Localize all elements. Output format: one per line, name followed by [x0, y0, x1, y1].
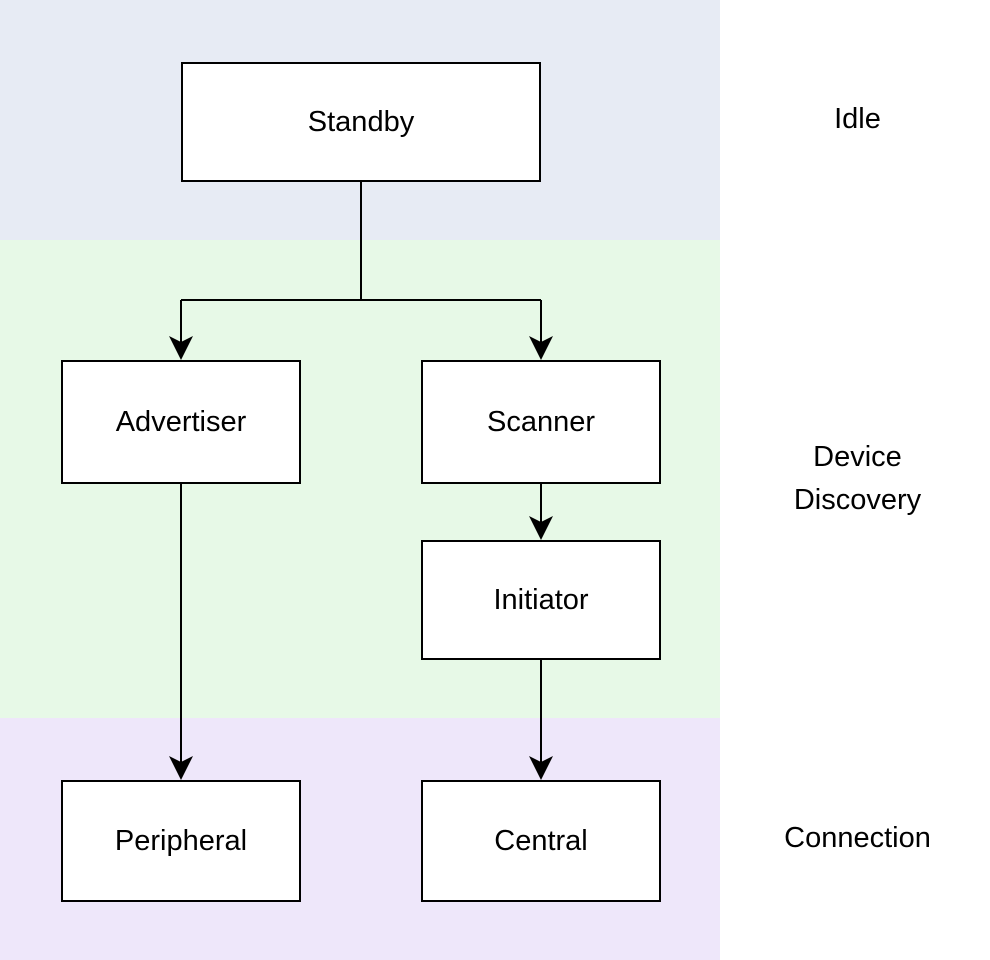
node-central: Central — [421, 780, 661, 902]
phase-label-connection-text: Connection — [784, 822, 931, 855]
phase-label-idle: Idle — [760, 0, 955, 240]
node-peripheral-label: Peripheral — [114, 824, 248, 857]
phase-label-idle-text: Idle — [834, 103, 881, 136]
phase-label-device-discovery-text: Device Discovery — [793, 440, 922, 517]
node-advertiser-label: Advertiser — [115, 405, 247, 438]
phase-label-device-discovery: Device Discovery — [760, 240, 955, 718]
node-standby: Standby — [181, 62, 541, 182]
node-standby-label: Standby — [307, 105, 415, 138]
node-advertiser: Advertiser — [61, 360, 301, 484]
node-scanner-label: Scanner — [486, 405, 595, 438]
node-central-label: Central — [494, 824, 588, 857]
node-peripheral: Peripheral — [61, 780, 301, 902]
node-initiator: Initiator — [421, 540, 661, 660]
phase-label-connection: Connection — [745, 718, 970, 960]
node-initiator-label: Initiator — [493, 583, 589, 616]
node-scanner: Scanner — [421, 360, 661, 484]
